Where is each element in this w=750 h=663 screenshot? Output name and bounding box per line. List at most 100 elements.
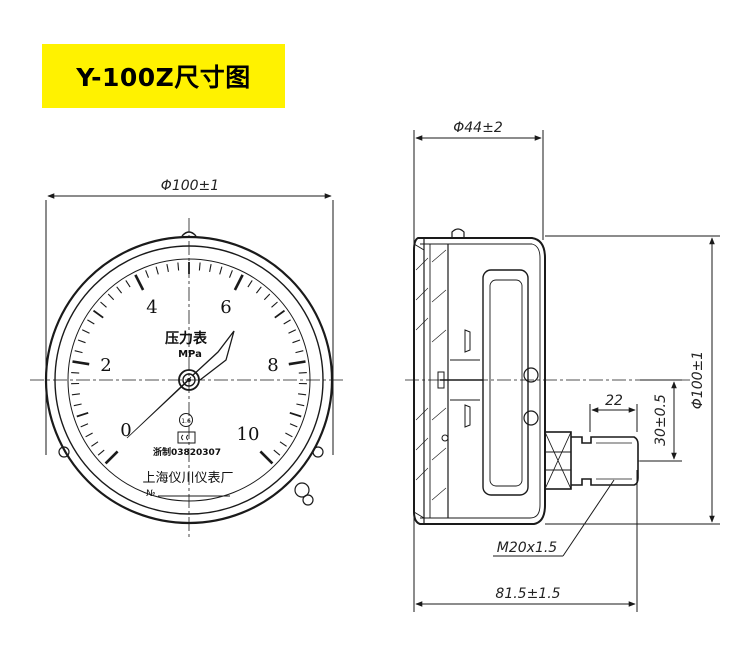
rear-screw-2 [523,410,539,426]
major-tick [288,360,306,366]
minor-tick [107,293,115,301]
minor-tick [77,339,86,344]
bezel-hatching [415,257,429,481]
minor-tick [166,263,169,273]
case-profile [413,237,546,525]
threaded-stem [571,436,639,486]
offset-label: 30±0.5 [653,394,669,446]
accuracy-text: 1.6 [181,418,191,425]
bourdon-tube-inner [489,279,523,487]
minor-tick [289,423,298,428]
bourdon-tube [482,269,529,496]
minor-tick [295,350,304,354]
minor-tick [81,329,90,334]
front-pin [441,434,449,442]
dial-name: 压力表 [165,330,208,347]
right-screw [312,446,324,458]
rear-screw-1 [523,367,539,383]
scale-number-8: 8 [267,355,278,376]
minor-tick [247,280,253,288]
minor-tick [85,432,93,438]
dial-scale-ticks [71,262,307,465]
top-lug [181,231,197,237]
major-tick [104,450,119,465]
minor-tick [71,393,80,396]
scale-number-0: 0 [120,420,131,441]
total-length-label: 81.5±1.5 [495,586,560,602]
gauge-pointer [126,330,235,439]
major-tick [72,360,90,366]
scale-number-2: 2 [100,355,111,376]
minor-tick [198,262,201,271]
minor-tick [296,403,305,407]
scale-number-6: 6 [220,297,231,318]
minor-tick [145,270,150,278]
minor-tick [292,339,301,344]
minor-tick [279,441,287,447]
minor-tick [80,423,89,428]
bezel-ring [54,245,324,515]
minor-tick [125,280,131,288]
minor-tick [209,263,212,273]
left-screw [58,446,70,458]
minor-tick [92,309,104,319]
case-inner-wall [420,243,541,519]
major-tick [233,274,244,291]
minor-tick [177,262,180,271]
minor-tick [271,301,278,308]
dial-face [67,258,311,502]
side-top-screw [451,228,465,238]
hex-cross [544,431,572,490]
dial-unit: MPa [178,349,202,360]
minor-tick [116,286,123,294]
hex-block [544,431,572,490]
cmc-mark [177,431,196,444]
minor-tick [74,350,83,354]
major-tick [259,450,274,465]
major-tick [134,274,145,291]
side-depth-label: Φ44±2 [453,120,503,136]
license-number: 浙制03820307 [153,446,221,458]
movement-brackets [464,329,471,428]
minor-tick [288,329,297,334]
minor-tick [255,286,262,294]
thread-spec-label: M20x1.5 [497,540,558,556]
minor-tick [298,393,307,396]
minor-tick [219,266,223,275]
minor-tick [97,449,105,456]
minor-tick [298,372,307,374]
pointer-hub [437,371,445,389]
minor-tick [155,266,159,275]
side-height-label: Φ100±1 [690,351,706,409]
minor-tick [100,301,107,308]
minor-tick [263,293,271,301]
seal-ring-bottom [294,482,310,498]
thread-leader-line [562,479,615,557]
minor-tick [71,372,80,374]
bezel-chamfer [413,243,425,519]
minor-tick [228,270,233,278]
front-diameter-label: Φ100±1 [161,178,219,194]
front-view: Φ100±1 0 2 4 6 8 10 压力表 MPa 1.6 [30,178,345,540]
minor-tick [273,449,281,456]
scale-number-10: 10 [237,424,260,445]
title-banner: Y-100Z尺寸图 [42,44,285,108]
page-title: Y-100Z尺寸图 [76,63,251,92]
maker-name: 上海仪川仪表厂 [142,471,233,486]
scale-number-4: 4 [146,297,157,318]
minor-tick [91,441,99,447]
minor-tick [289,411,302,418]
minor-tick [274,309,286,319]
outer-case-ring [44,235,334,525]
glass-hatching [431,249,447,501]
seal-ring-small [302,494,314,506]
stem-length-label: 22 [605,393,623,409]
accuracy-badge [179,413,193,427]
minor-tick [285,432,293,438]
minor-tick [76,411,89,418]
side-view: Φ44±2 Φ100±1 [405,120,720,612]
serial-prefix: № [146,489,155,499]
minor-tick [87,319,95,325]
minor-tick [283,319,291,325]
